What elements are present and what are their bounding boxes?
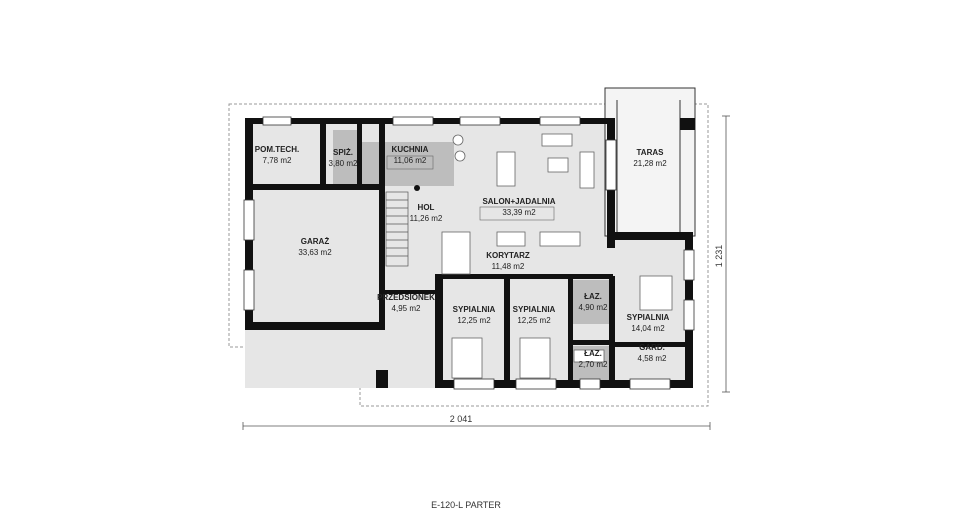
room-area-kuchnia: 11,06 m2 bbox=[394, 156, 427, 165]
room-area-sypialnia: 12,25 m2 bbox=[457, 316, 491, 325]
staircase bbox=[385, 191, 409, 267]
wardrobe bbox=[441, 231, 471, 275]
room-name-sypialnia: SYPIALNIA bbox=[627, 313, 670, 322]
floor-kitchen-counter bbox=[362, 142, 454, 186]
room-area-pom-tech-: 7,78 m2 bbox=[263, 156, 292, 165]
room-name-taras: TARAS bbox=[637, 148, 665, 157]
room-area-przedsionek: 4,95 m2 bbox=[392, 304, 421, 313]
room-area-łaz-: 4,90 m2 bbox=[579, 303, 608, 312]
dimension-width: 2 041 bbox=[450, 414, 473, 424]
sofa bbox=[579, 151, 595, 189]
room-area-gard-: 4,58 m2 bbox=[638, 354, 667, 363]
tv-unit bbox=[541, 133, 573, 147]
label-box-salon bbox=[479, 206, 555, 221]
label-box-kuchnia bbox=[386, 155, 434, 170]
room-area-korytarz: 11,48 m2 bbox=[492, 262, 525, 271]
room-name-przedsionek: PRZEDSIONEK bbox=[377, 293, 435, 302]
room-area-sypialnia: 14,04 m2 bbox=[631, 324, 665, 333]
room-name-kuchnia: KUCHNIA bbox=[392, 145, 429, 154]
floor-garage bbox=[253, 190, 379, 322]
plan-caption: E-120-L PARTER bbox=[431, 500, 501, 510]
room-name-garaż: GARAŻ bbox=[301, 237, 330, 246]
room-area-łaz-: 2,70 m2 bbox=[579, 360, 608, 369]
dining-table bbox=[496, 151, 516, 187]
room-name-sypialnia: SYPIALNIA bbox=[453, 305, 496, 314]
room-name-pom-tech-: POM.TECH. bbox=[255, 145, 299, 154]
room-area-hol: 11,26 m2 bbox=[410, 214, 443, 223]
room-name-spiż-: SPIŻ. bbox=[333, 148, 353, 157]
sink-icon bbox=[454, 150, 466, 162]
room-area-garaż: 33,63 m2 bbox=[298, 248, 332, 257]
sink-icon bbox=[452, 134, 464, 146]
room-name-sypialnia: SYPIALNIA bbox=[513, 305, 556, 314]
column bbox=[414, 185, 420, 191]
coffee-table bbox=[547, 157, 569, 173]
fireplace bbox=[496, 231, 526, 247]
windows bbox=[243, 116, 695, 390]
floor-bathroom-1 bbox=[572, 280, 610, 324]
bed-sypialnia-2 bbox=[519, 337, 551, 379]
bed-sypialnia-3 bbox=[639, 275, 673, 311]
furniture bbox=[441, 133, 673, 379]
bed-sypialnia-1 bbox=[451, 337, 483, 379]
room-name-salon-jadalnia: SALON+JADALNIA bbox=[482, 197, 555, 206]
room-name-łaz-: ŁAZ. bbox=[584, 292, 602, 301]
room-name-gard-: GARD. bbox=[639, 343, 665, 352]
room-name-hol: HOL bbox=[418, 203, 435, 212]
dimension-depth: 1 231 bbox=[714, 245, 724, 268]
floor-pantry bbox=[333, 130, 359, 186]
room-area-salon-jadalnia: 33,39 m2 bbox=[502, 208, 536, 217]
bathtub bbox=[573, 349, 605, 363]
room-name-łaz-: ŁAZ. bbox=[584, 349, 602, 358]
room-name-korytarz: KORYTARZ bbox=[486, 251, 530, 260]
floor-right-wing bbox=[613, 238, 693, 386]
room-area-sypialnia: 12,25 m2 bbox=[517, 316, 551, 325]
room-area-taras: 21,28 m2 bbox=[633, 159, 667, 168]
wardrobe-corridor bbox=[539, 231, 581, 247]
room-area-spiż-: 3,80 m2 bbox=[329, 159, 358, 168]
